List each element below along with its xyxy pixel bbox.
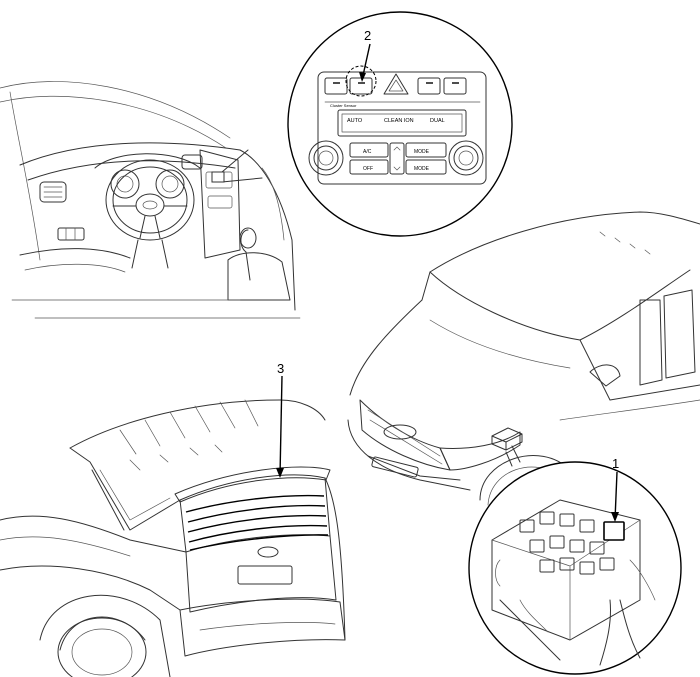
junction-box-magnifier [468, 461, 682, 675]
panel-auto-label: AUTO [347, 118, 363, 124]
panel-off-label: OFF [363, 166, 373, 172]
panel-mode-down-label: MODE [414, 166, 430, 172]
junction-box-leader [505, 445, 521, 467]
panel-mode-up-label: MODE [414, 149, 430, 155]
callout-1-number: 1 [612, 456, 619, 471]
panel-location-marker [211, 171, 225, 183]
front-suv-illustration [347, 211, 700, 506]
callout-3-leader [279, 375, 283, 477]
panel-sensor-label: Cluster Sensor [330, 103, 357, 108]
callout-2-number: 2 [364, 28, 371, 43]
panel-ac-label: A/C [363, 149, 372, 155]
target-relay [603, 521, 625, 541]
climate-panel-magnifier [287, 11, 513, 237]
callout-3-number: 3 [277, 361, 284, 376]
target-button-highlight [345, 65, 377, 97]
dashboard-interior-illustration [0, 81, 301, 319]
panel-dual-label: DUAL [430, 118, 445, 124]
panel-clean-ion-label: CLEAN ION [384, 118, 414, 124]
callout-1-arrowhead [611, 512, 619, 522]
panel-leader-line [221, 149, 263, 183]
rear-suv-illustration [0, 399, 346, 677]
callout-3-arrowhead [276, 468, 284, 478]
callout-2-arrowhead [359, 72, 366, 82]
